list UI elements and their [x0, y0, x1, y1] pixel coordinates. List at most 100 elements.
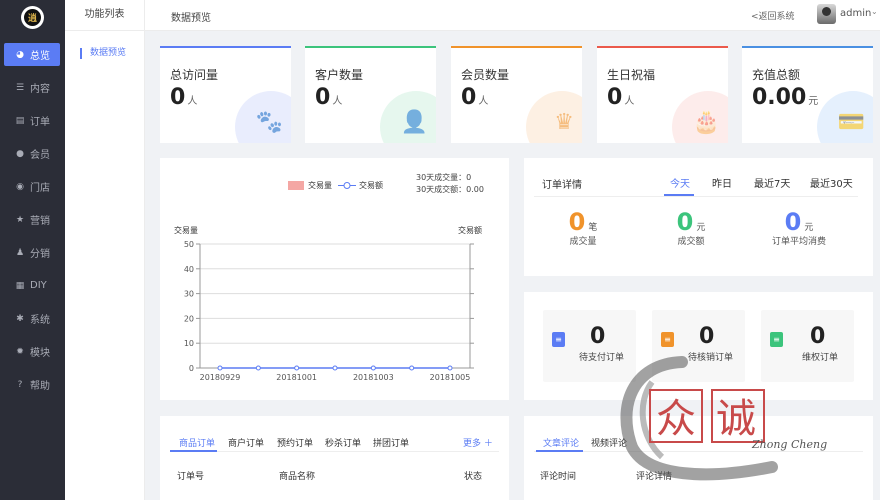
- legend-bar-swatch: [288, 181, 304, 190]
- book-icon: ▤: [15, 115, 25, 126]
- card-title: 会员数量: [461, 68, 510, 82]
- line-point: [409, 365, 415, 371]
- sidebar-item-label: 总览: [30, 51, 50, 62]
- sidebar-item-grid[interactable]: ▦DIY: [4, 274, 60, 297]
- users-icon: ♟: [15, 247, 25, 258]
- tab-goods-order-0[interactable]: 商品订单: [179, 439, 216, 449]
- order-detail-title: 订单详情: [542, 180, 582, 191]
- stat-value: 0: [676, 208, 694, 236]
- help-icon: ?: [17, 379, 23, 390]
- divider: [534, 196, 858, 197]
- line-point: [447, 365, 453, 371]
- stat-label: 订单平均消费: [771, 237, 826, 247]
- col-order-no: 订单号: [177, 472, 205, 482]
- top-bar: 数据预览 <返回系统 admin ⌄: [145, 0, 880, 31]
- sidebar-item-map-marker[interactable]: ◉门店: [4, 175, 60, 198]
- card-title: 生日祝福: [607, 68, 656, 82]
- sidebar-item-gear[interactable]: ✱系统: [4, 307, 60, 330]
- col-status: 状态: [464, 472, 483, 482]
- card-value-number: 0: [461, 85, 477, 110]
- y-axis-label: 交易量: [174, 225, 198, 235]
- sidebar-item-cog[interactable]: ✹模块: [4, 340, 60, 363]
- y-tick-label: 10: [184, 339, 194, 348]
- tab-article-comments[interactable]: 文章评论: [543, 439, 580, 449]
- card-title: 总访问量: [170, 68, 219, 82]
- sidebar-item-help[interactable]: ? 帮助: [4, 373, 60, 396]
- cog-icon: ✹: [16, 346, 24, 357]
- chevron-down-icon[interactable]: ⌄: [871, 7, 878, 16]
- pending-count: 0: [699, 324, 715, 349]
- card-unit: 人: [187, 96, 198, 107]
- tab-last-7-days[interactable]: 最近7天: [754, 179, 791, 190]
- card-title: 充值总额: [752, 68, 801, 82]
- more-orders-link[interactable]: 更多 ＋: [463, 439, 493, 449]
- pending-count: 0: [590, 324, 606, 349]
- summary-volume: 30天成交量：0: [416, 173, 472, 182]
- y-tick-label: 30: [184, 290, 194, 299]
- y-tick-label: 40: [184, 265, 194, 274]
- back-to-system-link[interactable]: <返回系统: [751, 12, 795, 22]
- stat-unit: 笔: [588, 223, 598, 233]
- sidebar-item-list[interactable]: ☰内容: [4, 76, 60, 99]
- active-tab-indicator: [536, 450, 583, 452]
- sidebar-item-book[interactable]: ▤ 订单: [4, 109, 60, 132]
- map-marker-icon: ◉: [16, 181, 24, 192]
- y-tick-label: 0: [189, 364, 194, 373]
- goods-orders-panel: 商品订单商户订单预约订单秒杀订单拼团订单 更多 ＋ 订单号 商品名称 状态: [160, 416, 509, 500]
- y-tick-label: 20: [184, 314, 194, 323]
- tab-goods-order-4[interactable]: 拼团订单: [373, 439, 410, 449]
- active-tab-indicator: [170, 450, 217, 452]
- tab-yesterday[interactable]: 昨日: [712, 179, 732, 190]
- grid-icon: ▦: [15, 280, 25, 291]
- card-value-number: 0.00: [752, 85, 807, 110]
- main-sidebar: 逍 ◕总览 ☰内容 ▤ 订单 ●会员 ◉门店 ★营销 ♟ 分销 ▦DIY ✱系统 ✹模块? 帮助: [0, 0, 65, 500]
- customer-icon: 👤: [400, 110, 428, 135]
- divider: [534, 451, 863, 452]
- card-value-number: 0: [607, 85, 623, 110]
- sidebar-item-label: 订单: [30, 117, 50, 128]
- app-logo[interactable]: 逍: [21, 6, 44, 29]
- sidebar-item-users[interactable]: ♟ 分销: [4, 241, 60, 264]
- tab-goods-order-2[interactable]: 预约订单: [277, 439, 314, 449]
- line-point: [370, 365, 376, 371]
- sidebar-item-label: 帮助: [30, 381, 50, 392]
- sidebar-item-label: 分销: [30, 249, 50, 260]
- paw-icon: 🐾: [255, 110, 283, 135]
- tab-goods-order-1[interactable]: 商户订单: [228, 439, 265, 449]
- crown-icon: ♛: [554, 110, 574, 135]
- y-tick-label: 50: [184, 240, 194, 249]
- col-comment-detail: 评论详情: [636, 472, 673, 482]
- card-unit: 人: [624, 96, 635, 107]
- avatar[interactable]: [817, 4, 836, 24]
- username[interactable]: admin: [840, 8, 872, 19]
- tab-goods-order-3[interactable]: 秒杀订单: [325, 439, 362, 449]
- gear-icon: ✱: [16, 313, 24, 324]
- sidebar-item-user[interactable]: ●会员: [4, 142, 60, 165]
- subnav-item-data-preview[interactable]: 数据预览: [80, 48, 126, 59]
- card-value-number: 0: [315, 85, 331, 110]
- sidebar-item-pie[interactable]: ◕总览: [4, 43, 60, 66]
- sidebar-item-star[interactable]: ★营销: [4, 208, 60, 231]
- tab-today[interactable]: 今天: [670, 179, 690, 190]
- x-tick-label: 20181005: [430, 373, 471, 382]
- tab-video-comments[interactable]: 视频评论: [591, 439, 628, 449]
- stat-label: 成交量: [569, 237, 597, 247]
- x-tick-label: 20181001: [276, 373, 317, 382]
- tab-last-30-days[interactable]: 最近30天: [810, 179, 853, 190]
- stat-label: 成交额: [677, 237, 705, 247]
- legend-label-amount: 交易额: [359, 181, 383, 190]
- legend-label-volume: 交易量: [308, 181, 332, 190]
